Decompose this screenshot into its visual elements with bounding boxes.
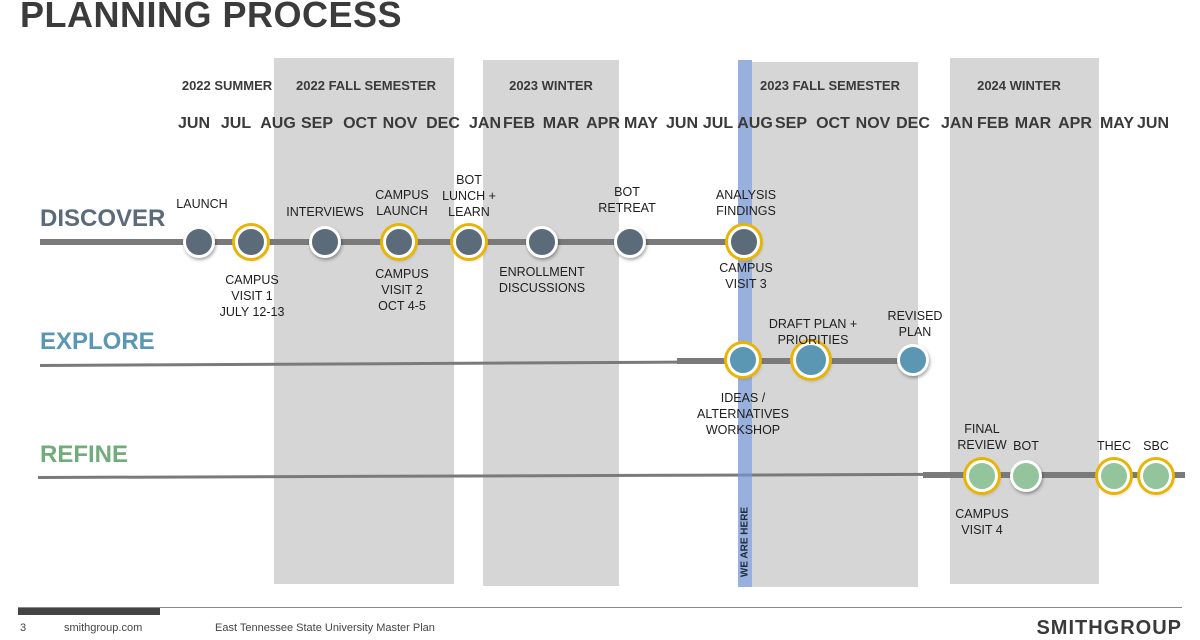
season-label: 2022 SUMMER <box>181 78 273 93</box>
month-label: MAY <box>1099 115 1135 132</box>
month-label: MAR <box>1014 115 1052 132</box>
month-label: JUL <box>702 115 734 132</box>
discover-milestone-node <box>383 226 415 258</box>
we-are-here-text: WE ARE HERE <box>739 506 751 578</box>
milestone-label-above: FINAL REVIEW <box>957 422 1007 452</box>
month-label: APR <box>1058 115 1092 132</box>
page-title: PLANNING PROCESS <box>20 0 403 35</box>
milestone-label-below: CAMPUS VISIT 3 <box>719 261 773 291</box>
milestone-label-above: CAMPUS LAUNCH <box>375 188 429 218</box>
month-label: JUL <box>220 115 252 132</box>
month-label: JUN <box>1136 115 1170 132</box>
milestone-label-above: INTERVIEWS <box>286 205 364 219</box>
explore-milestone-node <box>727 344 759 376</box>
month-label: JUN <box>665 115 699 132</box>
milestone-label-above: REVISED PLAN <box>887 309 943 339</box>
month-label: NOV <box>382 115 418 132</box>
discover-milestone-node <box>309 226 341 258</box>
milestone-label-below: CAMPUS VISIT 4 <box>955 507 1009 537</box>
footer-divider <box>18 607 1182 608</box>
band-2024-winter <box>950 58 1099 584</box>
phase-discover-label: DISCOVER <box>40 205 166 232</box>
brand-logo: SMITHGROUP <box>1036 617 1182 639</box>
refine-milestone-node <box>1098 460 1130 492</box>
month-label: OCT <box>343 115 377 132</box>
discover-milestone-node <box>183 226 215 258</box>
milestone-label-below: ENROLLMENT DISCUSSIONS <box>498 265 586 295</box>
month-label: JAN <box>940 115 974 132</box>
milestone-label-above: DRAFT PLAN + PRIORITIES <box>768 317 858 347</box>
page-number: 3 <box>20 622 27 634</box>
milestone-label-above: BOT RETREAT <box>598 185 656 215</box>
footer-website-link[interactable]: smithgroup.com <box>64 622 143 634</box>
footer-accent-bar <box>18 608 160 615</box>
month-label: NOV <box>855 115 891 132</box>
month-label: DEC <box>896 115 930 132</box>
month-label: JUN <box>177 115 211 132</box>
season-label: 2023 WINTER <box>509 78 593 93</box>
we-are-here-marker <box>738 60 752 587</box>
refine-milestone-node <box>966 460 998 492</box>
band-2022-fall <box>274 58 454 584</box>
milestone-label-above: ANALYSIS FINDINGS <box>715 188 777 218</box>
band-2023-winter <box>483 60 619 586</box>
season-label: 2023 FALL SEMESTER <box>760 78 900 93</box>
milestone-label-above: LAUNCH <box>176 197 228 211</box>
milestone-label-above: SBC <box>1143 439 1169 453</box>
month-label: SEP <box>774 115 808 132</box>
month-label: DEC <box>426 115 460 132</box>
month-label: AUG <box>260 115 296 132</box>
we-are-here-label: WE ARE HERE <box>738 500 752 584</box>
milestone-label-above: BOT LUNCH + LEARN <box>442 173 496 219</box>
month-label: FEB <box>503 115 535 132</box>
milestone-label-above: BOT <box>1013 439 1039 453</box>
month-label: APR <box>586 115 620 132</box>
month-label: OCT <box>816 115 850 132</box>
milestone-label-below: CAMPUS VISIT 2 OCT 4-5 <box>375 267 429 313</box>
refine-milestone-node <box>1010 460 1042 492</box>
milestone-label-above: THEC <box>1096 439 1132 453</box>
discover-milestone-node <box>728 226 760 258</box>
explore-milestone-node <box>793 342 829 378</box>
season-label: 2022 FALL SEMESTER <box>296 78 436 93</box>
milestone-label-below: CAMPUS VISIT 1 JULY 12-13 <box>219 273 285 319</box>
phase-explore-label: EXPLORE <box>40 328 155 355</box>
refine-track <box>923 472 1185 478</box>
refine-milestone-node <box>1140 460 1172 492</box>
month-label: SEP <box>300 115 334 132</box>
discover-milestone-node <box>526 226 558 258</box>
milestone-label-below: IDEAS / ALTERNATIVES WORKSHOP <box>697 391 789 437</box>
discover-milestone-node <box>453 226 485 258</box>
season-label: 2024 WINTER <box>977 78 1061 93</box>
month-label: JAN <box>468 115 502 132</box>
discover-milestone-node <box>235 226 267 258</box>
phase-refine-label: REFINE <box>40 441 129 468</box>
explore-milestone-node <box>897 344 929 376</box>
month-label: MAY <box>623 115 659 132</box>
month-label: MAR <box>542 115 580 132</box>
band-2023-fall <box>752 62 918 587</box>
footer-project-name: East Tennessee State University Master P… <box>215 622 435 634</box>
month-label: AUG <box>737 115 773 132</box>
month-label: FEB <box>977 115 1009 132</box>
discover-milestone-node <box>614 226 646 258</box>
